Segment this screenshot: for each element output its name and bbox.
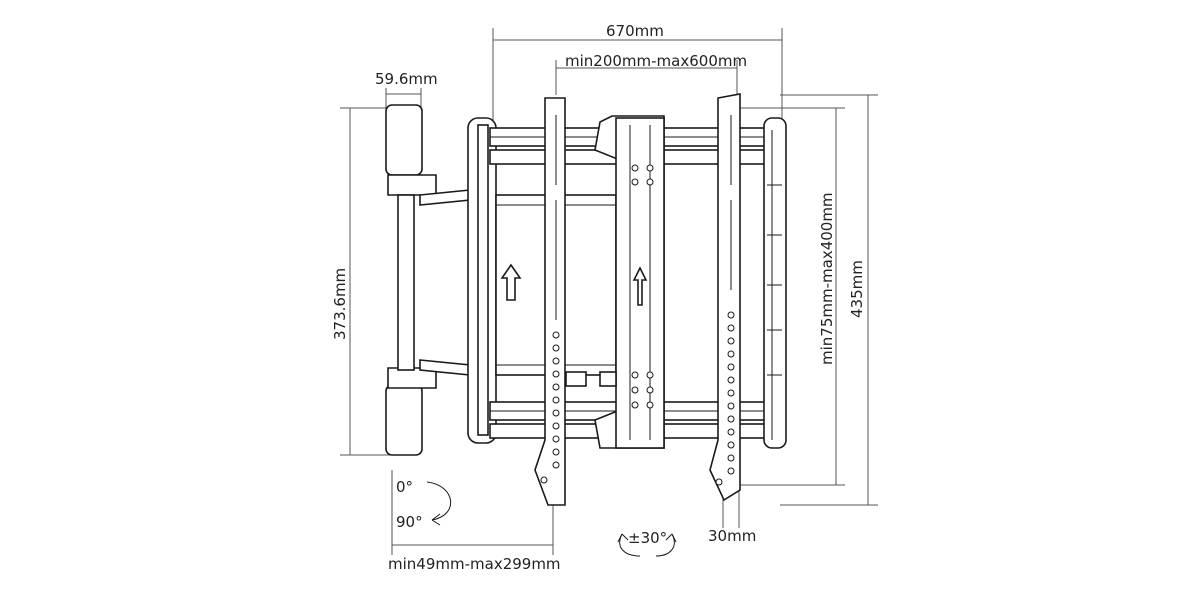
arm-rotation-start-label: 0° bbox=[396, 478, 413, 496]
tilt-arrow-icon bbox=[617, 533, 677, 557]
wall-plate-height-label: 373.6mm bbox=[331, 268, 349, 340]
wall-plate bbox=[385, 104, 437, 456]
right-vesa-bracket bbox=[709, 93, 741, 502]
arm-rotation-end-label: 90° bbox=[396, 513, 423, 531]
vesa-vertical-label: min75mm-max400mm bbox=[818, 192, 836, 365]
up-arrow-icon bbox=[632, 266, 648, 306]
center-mounting-plate bbox=[565, 115, 665, 449]
overall-width-label: 670mm bbox=[606, 22, 664, 40]
overall-height-label: 435mm bbox=[848, 260, 866, 318]
extension-range-label: min49mm-max299mm bbox=[388, 555, 561, 573]
right-end-frame bbox=[763, 117, 787, 449]
rotation-arrow-icon bbox=[426, 481, 451, 526]
tilt-range-label: ±30° bbox=[628, 529, 667, 547]
up-arrow-icon bbox=[500, 263, 522, 301]
wall-plate-width-label: 59.6mm bbox=[375, 70, 438, 88]
dimension-lines bbox=[340, 28, 878, 555]
vesa-horizontal-label: min200mm-max600mm bbox=[565, 52, 747, 70]
left-vesa-bracket bbox=[534, 97, 566, 506]
bracket-depth-label: 30mm bbox=[708, 527, 756, 545]
